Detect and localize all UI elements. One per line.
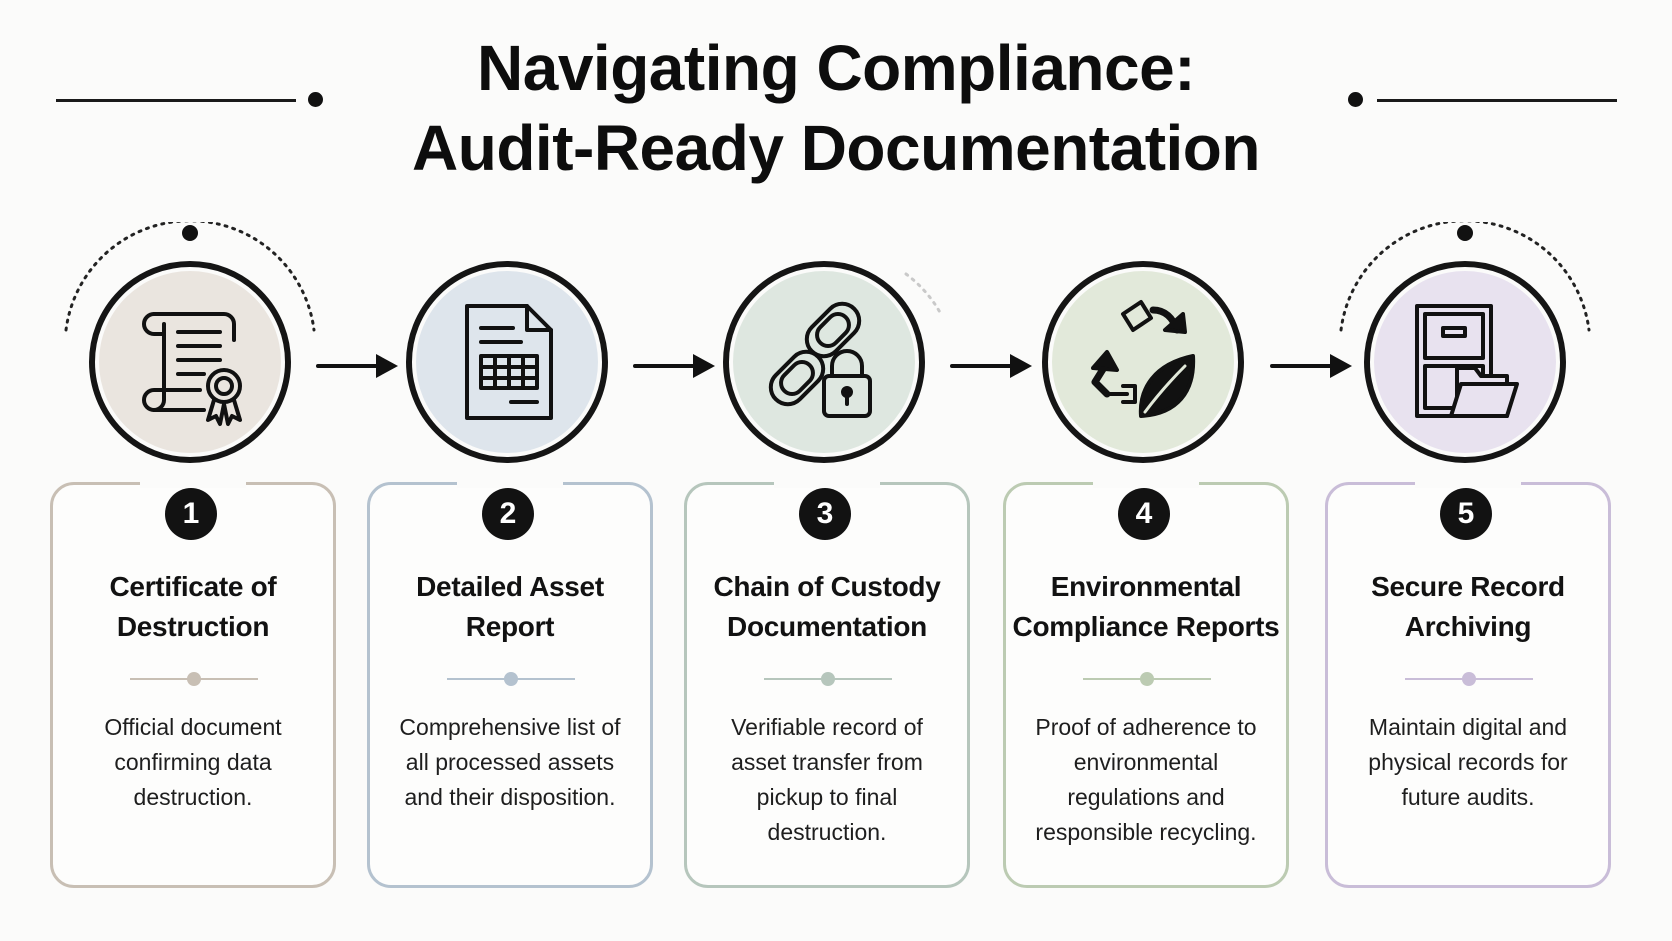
dotted-arc-decoration [904, 272, 944, 318]
step-divider [764, 672, 892, 686]
step-description-line: physical records for [1368, 749, 1568, 775]
step-divider [130, 672, 258, 686]
step-heading-line: Destruction [116, 611, 270, 642]
step-description-line: future audits. [1401, 784, 1535, 810]
step-description-line: confirming data [114, 749, 272, 775]
dotted-arc-decoration [64, 222, 316, 332]
step-description-line: Official document [104, 714, 282, 740]
spreadsheet-document-icon [465, 304, 553, 420]
step-number-badge: 5 [1440, 488, 1492, 540]
step-divider [1083, 672, 1211, 686]
step-description-line: asset transfer from [731, 749, 923, 775]
step-number-badge: 3 [799, 488, 851, 540]
step-heading-line: Compliance Reports [1012, 611, 1280, 642]
step-description: Official document confirming data destru… [50, 710, 336, 815]
step-description-line: environmental [1073, 749, 1219, 775]
step-heading: Certificate of Destruction [50, 567, 336, 647]
icon-badge [89, 261, 291, 463]
step-5: 5 Secure Record Archiving Maintain digit… [1325, 0, 1625, 941]
icon-badge [1042, 261, 1244, 463]
file-cabinet-folder-icon [1415, 304, 1519, 418]
step-description-line: all processed assets [405, 749, 615, 775]
step-2: 2 Detailed Asset Report Comprehensive li… [367, 0, 667, 941]
step-heading-line: Detailed Asset [416, 571, 604, 602]
step-description-line: pickup to final [756, 784, 898, 810]
certificate-scroll-icon [142, 312, 242, 426]
chain-lock-icon [768, 301, 872, 418]
icon-badge-fill [1374, 271, 1556, 453]
title-rule-right [1377, 99, 1617, 102]
title-dot-left [308, 92, 323, 107]
card-top-gap [1415, 478, 1521, 488]
step-description: Proof of adherence to environmental regu… [1003, 710, 1289, 850]
step-heading: Secure Record Archiving [1325, 567, 1611, 647]
step-heading-line: Archiving [1404, 611, 1532, 642]
step-3: 3 Chain of Custody Documentation Verifia… [684, 0, 984, 941]
card-top-gap [774, 478, 880, 488]
step-divider [1405, 672, 1533, 686]
step-heading-line: Documentation [727, 611, 927, 642]
step-heading: Environmental Compliance Reports [1003, 567, 1289, 647]
step-description: Maintain digital and physical records fo… [1325, 710, 1611, 815]
icon-badge-fill [1052, 271, 1234, 453]
title-dot-right [1348, 92, 1363, 107]
icon-badge [723, 261, 925, 463]
arrow-right-icon [633, 354, 715, 378]
step-heading-line: Chain of Custody [713, 571, 941, 602]
icon-badge [406, 261, 608, 463]
icon-badge [1364, 261, 1566, 463]
step-description-line: Comprehensive list of [399, 714, 621, 740]
step-number-badge: 4 [1118, 488, 1170, 540]
step-description: Comprehensive list of all processed asse… [367, 710, 653, 815]
step-description-line: Verifiable record of [731, 714, 923, 740]
step-description-line: responsible recycling. [1035, 819, 1257, 845]
step-description-line: and their disposition. [404, 784, 616, 810]
title-rule-left [56, 99, 296, 102]
step-heading-line: Report [465, 611, 555, 642]
step-number-badge: 2 [482, 488, 534, 540]
card-top-gap [457, 478, 563, 488]
arrow-right-icon [1270, 354, 1352, 378]
card-top-gap [1093, 478, 1199, 488]
arrow-right-icon [316, 354, 398, 378]
dotted-arc-decoration [1339, 222, 1591, 332]
icon-badge-fill [99, 271, 281, 453]
step-description-line: Maintain digital and [1368, 714, 1568, 740]
card-top-gap [140, 478, 246, 488]
step-heading: Detailed Asset Report [367, 567, 653, 647]
step-heading: Chain of Custody Documentation [684, 567, 970, 647]
step-number-badge: 1 [165, 488, 217, 540]
recycle-leaf-icon [1091, 300, 1196, 418]
step-1: 1 Certificate of Destruction Official do… [50, 0, 350, 941]
step-heading-line: Environmental [1050, 571, 1242, 602]
step-divider [447, 672, 575, 686]
icon-badge-fill [733, 271, 915, 453]
icon-badge-fill [416, 271, 598, 453]
step-description-line: destruction. [133, 784, 253, 810]
title-area: Navigating Compliance: Audit-Ready Docum… [0, 0, 1672, 200]
step-description-line: destruction. [767, 819, 887, 845]
step-description: Verifiable record of asset transfer from… [684, 710, 970, 850]
step-4: 4 Environmental Compliance Reports Proof… [1003, 0, 1303, 941]
title-line-2: Audit-Ready Documentation [412, 112, 1260, 184]
step-heading-line: Certificate of [109, 571, 277, 602]
title-line-1: Navigating Compliance: [477, 32, 1196, 104]
step-description-line: Proof of adherence to [1035, 714, 1257, 740]
step-description-line: regulations and [1067, 784, 1225, 810]
step-heading-line: Secure Record [1371, 571, 1565, 602]
page-title: Navigating Compliance: Audit-Ready Docum… [0, 28, 1672, 188]
arrow-right-icon [950, 354, 1032, 378]
